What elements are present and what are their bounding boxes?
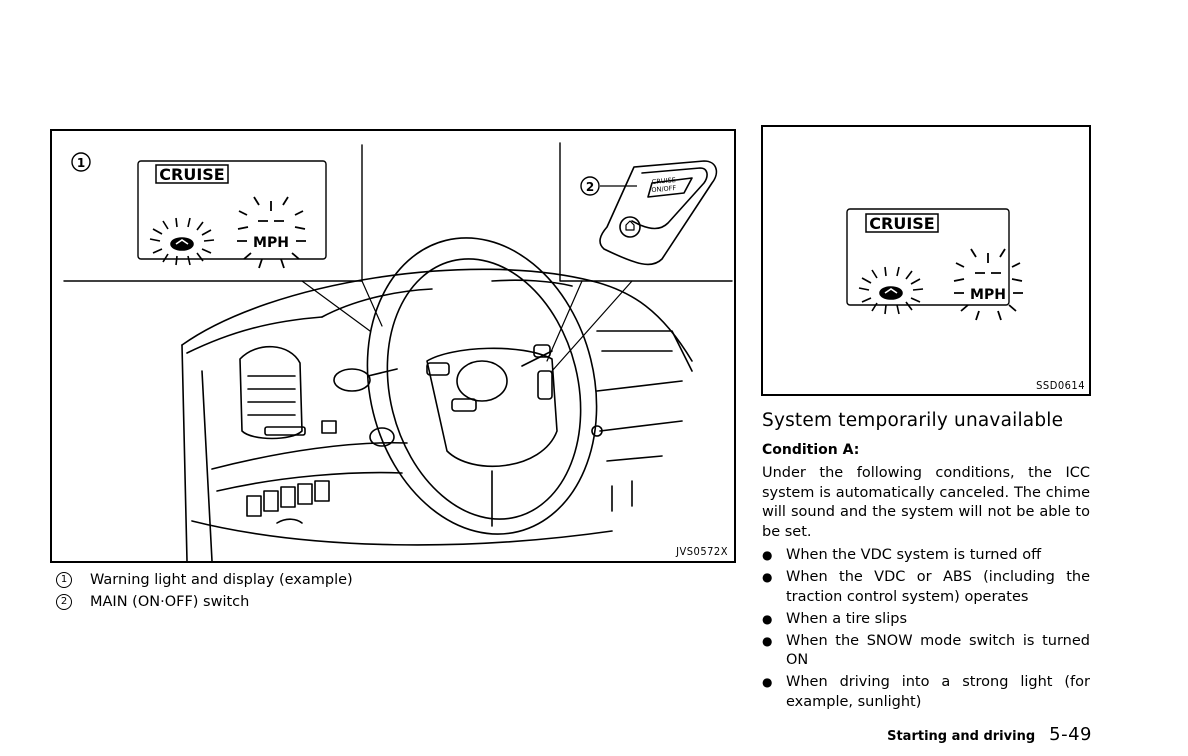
bullet-icon: ●	[762, 611, 773, 626]
list-item-text: When a tire slips	[786, 610, 907, 627]
condition-list: ● When the VDC system is turned off ● When…	[762, 546, 1090, 715]
section-heading: System temporarily unavailable	[762, 410, 1064, 431]
figure-code: SSD0614	[1036, 379, 1085, 392]
page-number: 5-49	[1049, 724, 1092, 745]
callout-2: 2	[586, 180, 594, 194]
speed-unit-label: MPH	[253, 235, 289, 251]
footer-section-title: Starting and driving	[887, 729, 1036, 744]
figure-code: JVS0572X	[676, 545, 728, 558]
bullet-icon: ●	[762, 548, 773, 562]
list-item: ● When the SNOW mode switch is turned ON	[762, 632, 1090, 671]
condition-label: Condition A:	[762, 442, 860, 458]
distance-indicator-icon	[149, 217, 215, 266]
dashboard-illustration: CRUISE MPH 1 2 CRUISE ON/OFF	[63, 142, 733, 561]
legend-text: MAIN (ON·OFF) switch	[90, 594, 250, 610]
list-item-text: When the VDC system is turned off	[786, 547, 1042, 563]
cruise-label: CRUISE	[869, 214, 934, 233]
legend-item: 2 MAIN (ON·OFF) switch	[56, 594, 249, 610]
distance-indicator-icon	[858, 266, 924, 315]
bullet-icon: ●	[762, 675, 773, 689]
list-item-text: When the SNOW mode switch is turned ON	[786, 632, 1090, 669]
list-item: ● When the VDC or ABS (including the trac…	[762, 568, 1090, 607]
list-item-text: When driving into a strong light (for ex…	[786, 674, 1090, 710]
legend-num: 2	[56, 594, 72, 610]
list-item-text: When the VDC or ABS (including the tract…	[786, 569, 1090, 605]
bullet-icon: ●	[762, 633, 773, 648]
speed-dashes-icon	[953, 248, 1023, 321]
condition-paragraph: Under the following conditions, the ICC …	[762, 465, 1090, 540]
legend-item: 1 Warning light and display (example)	[56, 572, 353, 588]
legend-text: Warning light and display (example)	[90, 572, 353, 588]
speed-dashes-icon	[237, 196, 306, 269]
figure-dashboard: CRUISE MPH 1 2 CRUISE ON/OFF JVS0572X	[50, 129, 736, 563]
cruise-display-illustration: CRUISE MPH	[846, 208, 1023, 321]
list-item: ● When driving into a strong light (for e…	[762, 673, 1090, 712]
list-item: ● When the VDC system is turned off	[762, 546, 1090, 566]
bullet-icon: ●	[762, 570, 773, 584]
switch-text-1: CRUISE	[652, 176, 677, 186]
callout-1: 1	[77, 156, 85, 170]
switch-text-2: ON/OFF	[651, 184, 677, 194]
legend-num: 1	[56, 572, 72, 588]
cruise-label: CRUISE	[159, 165, 224, 184]
figure-cruise-display: CRUISE MPH SSD0614	[761, 125, 1091, 396]
page-footer: Starting and driving 5-49	[887, 724, 1092, 745]
list-item: ● When a tire slips	[762, 610, 1090, 630]
speed-unit-label: MPH	[970, 287, 1006, 303]
